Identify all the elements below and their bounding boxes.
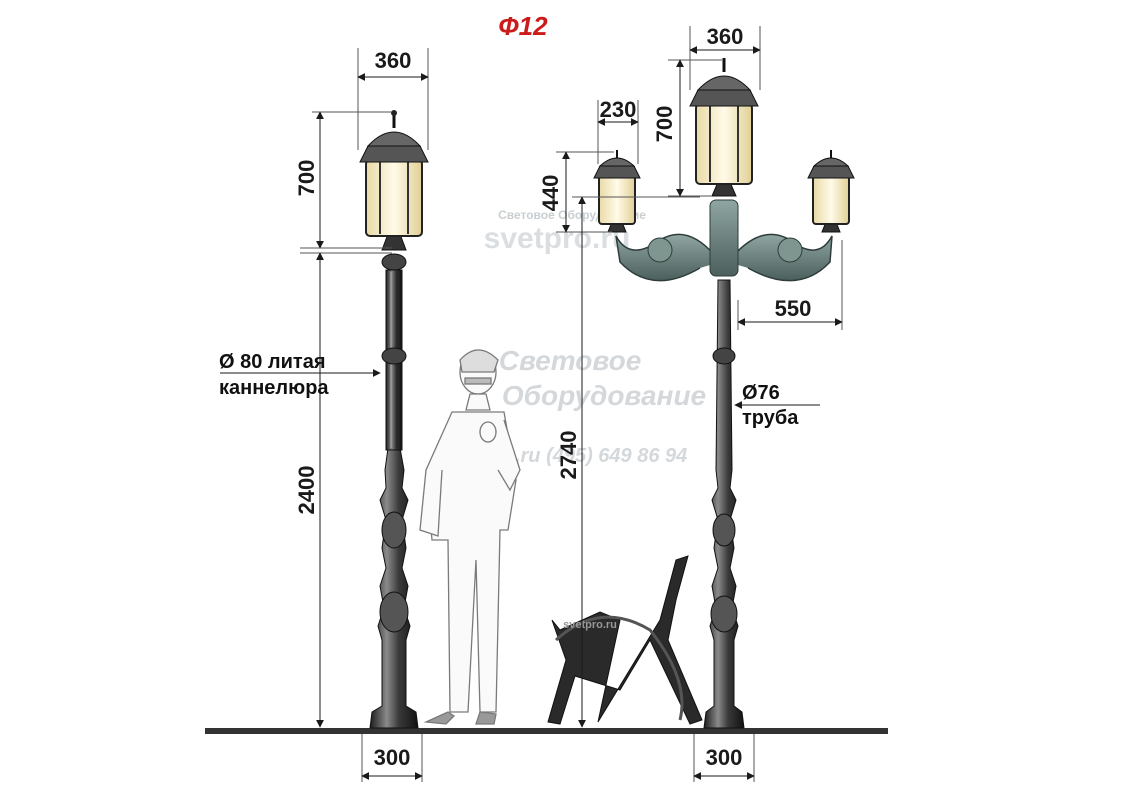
right-side-lantern-width-label: 230	[600, 97, 637, 122]
right-total-height-label: 2740	[556, 431, 581, 480]
left-street-lamp-icon	[359, 110, 429, 729]
right-pole-label-line2: труба	[742, 407, 799, 429]
left-width-label: 360	[375, 48, 412, 73]
left-pole-label-line2: каннелюра	[219, 377, 329, 399]
right-street-lamp-icon	[593, 58, 855, 729]
left-base-width-label: 300	[374, 745, 411, 770]
bench-icon: svetpro.ru	[547, 555, 703, 725]
watermark-big-line2: Оборудование	[502, 380, 706, 411]
person-silhouette-icon	[419, 349, 521, 725]
bench-watermark: svetpro.ru	[563, 619, 617, 631]
right-base-width-label: 300	[706, 745, 743, 770]
ground-line	[205, 728, 888, 734]
right-side-lantern-height-label: 440	[538, 175, 563, 212]
left-pole-height-label: 2400	[294, 466, 319, 515]
right-dimensions: 360 700 230 440 2740 550 300 Ø76 труба	[538, 24, 843, 782]
diagram-title: Ф12	[498, 11, 548, 41]
left-lantern-height-label: 700	[294, 160, 319, 197]
watermark-site: svetpro.ru	[484, 222, 631, 255]
right-width-label: 360	[707, 24, 744, 49]
left-dimensions: 360 700 2400 300 Ø 80 литая каннелюра	[219, 48, 429, 782]
left-pole-label-line1: Ø 80 литая	[219, 351, 326, 373]
watermark-big-line1: Световое	[499, 345, 642, 376]
right-pole-label-line1: Ø76	[742, 382, 780, 404]
right-center-lantern-height-label: 700	[652, 106, 677, 143]
right-arm-reach-label: 550	[775, 296, 812, 321]
